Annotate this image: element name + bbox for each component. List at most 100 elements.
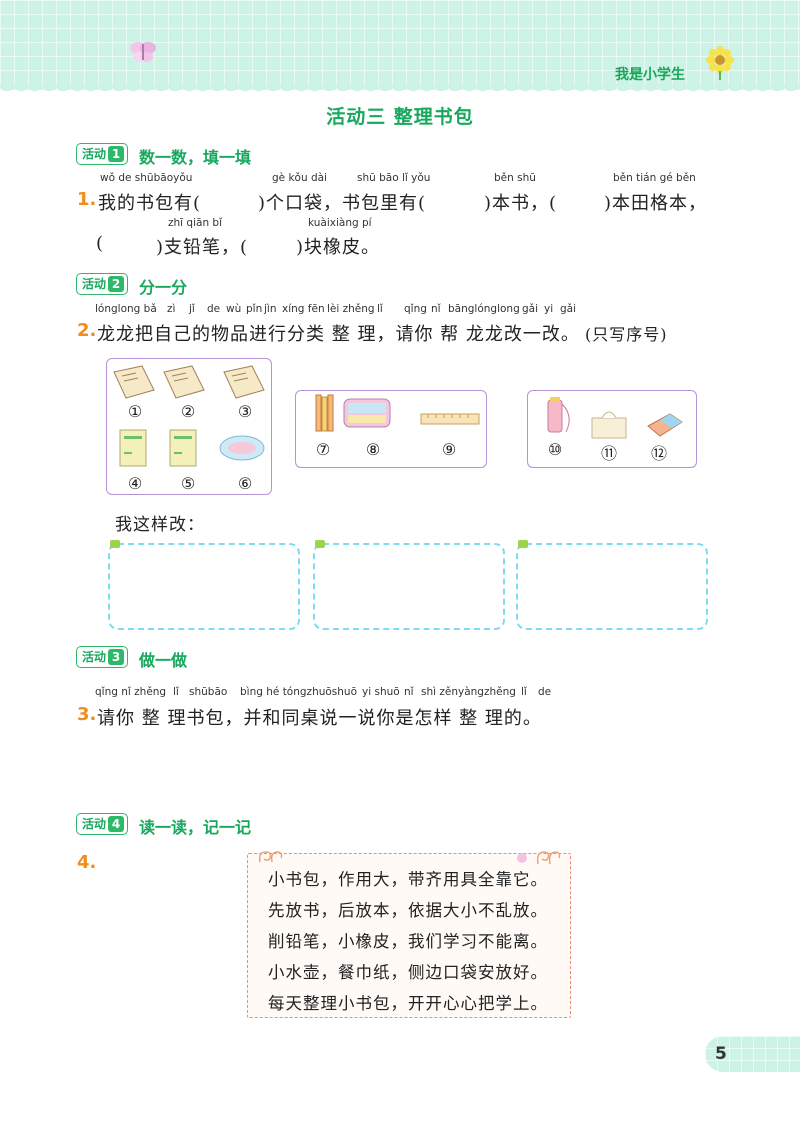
q1-text-part: 我的书包有( — [98, 193, 202, 214]
pinyin: lèi zhěng — [327, 303, 375, 315]
q1-text-part: )个口袋，书包里有( — [258, 193, 427, 214]
pinyin: yi shuō — [362, 686, 400, 698]
question-number-3: 3. — [77, 704, 97, 725]
badge-text: 活动 — [82, 277, 107, 291]
crayon-box-icon — [343, 398, 391, 428]
badge-number: 2 — [108, 276, 125, 292]
pinyin: bìng hé tóngzhuōshuō — [240, 686, 358, 698]
butterfly-icon — [130, 42, 156, 62]
item-label: ③ — [237, 402, 253, 421]
question-number-2: 2. — [77, 320, 97, 341]
ruler-icon — [420, 413, 480, 425]
page-number: 5 — [715, 1044, 727, 1064]
item-label: ④ — [127, 474, 143, 493]
question-number-1: 1. — [77, 189, 97, 210]
pinyin: shū bāo lǐ yǒu — [357, 172, 431, 184]
clip-icon — [315, 540, 325, 548]
item-label: ⑪ — [600, 444, 617, 463]
pencil-case-icon — [219, 435, 265, 461]
notebook-icon — [119, 429, 147, 467]
clip-icon — [518, 540, 528, 548]
pinyin: lǐ — [521, 686, 527, 698]
sunflower-icon — [706, 46, 734, 80]
item-label: ⑫ — [650, 444, 667, 463]
poem-line-3: 削铅笔，小橡皮，我们学习不能离。 — [268, 932, 548, 951]
page-title: 活动三 整理书包 — [326, 106, 474, 128]
pinyin: gǎi — [522, 303, 539, 315]
pinyin: gè kǒu dài — [272, 172, 327, 184]
book-icon — [113, 365, 155, 399]
grade-label: 我是小学生 — [615, 67, 685, 83]
pinyin: shì zěnyàngzhěng — [421, 686, 516, 698]
pinyin: yi — [544, 303, 554, 315]
item-label: ⑦ — [315, 440, 331, 459]
badge-text: 活动 — [82, 147, 107, 161]
poem-line-4: 小水壶，餐巾纸，侧边口袋安放好。 — [268, 963, 548, 982]
poem-line-1: 小书包，作用大，带齐用具全靠它。 — [268, 870, 548, 889]
item-label: ⑧ — [365, 440, 381, 459]
item-label: ⑥ — [237, 474, 253, 493]
pinyin: shūbāo — [189, 686, 228, 698]
q1-text-part: )块橡皮。 — [296, 237, 381, 258]
pinyin: lǐ — [377, 303, 383, 315]
book-icon — [163, 365, 205, 399]
header-band — [0, 0, 800, 90]
pinyin: qǐng — [404, 303, 427, 315]
pinyin: lǐ — [173, 686, 179, 698]
pinyin: nǐ — [431, 303, 441, 315]
item-label: ② — [180, 402, 196, 421]
item-label: ⑤ — [180, 474, 196, 493]
pinyin: bānglónglong — [448, 303, 520, 315]
pinyin: jǐ — [189, 303, 195, 315]
curl-ornament-icon — [258, 851, 283, 863]
item-label: ⑩ — [547, 440, 563, 459]
badge-number: 1 — [108, 146, 125, 162]
pinyin: xíng fēn — [282, 303, 325, 315]
q1-text-part: )本书，( — [484, 193, 558, 214]
pinyin: wǒ de shūbāoyǒu — [100, 172, 193, 184]
pinyin: wù — [226, 303, 242, 315]
change-label: 我这样改： — [115, 515, 205, 535]
badge-number: 3 — [108, 649, 125, 665]
pinyin: běn tián gé běn — [613, 172, 696, 184]
pinyin: jìn — [264, 303, 277, 315]
pinyin: zì — [167, 303, 176, 315]
section-title-1: 数一数，填一填 — [139, 148, 252, 167]
flower-curl-ornament-icon — [517, 851, 561, 865]
answer-box-3[interactable] — [516, 543, 708, 630]
notebook-icon — [169, 429, 197, 467]
book-icon — [223, 365, 265, 399]
pinyin: běn shū — [494, 172, 536, 184]
pinyin: zhī qiān bǐ — [168, 217, 223, 229]
pinyin: lónglong bǎ — [95, 303, 157, 315]
poem-line-2: 先放书，后放本，依据大小不乱放。 — [268, 901, 548, 920]
item-label: ① — [127, 402, 143, 421]
pinyin: nǐ — [404, 686, 414, 698]
answer-box-2[interactable] — [313, 543, 505, 630]
q1-text-part: )本田格本， — [604, 193, 708, 214]
clip-icon — [110, 540, 120, 548]
item-label: ⑨ — [441, 440, 457, 459]
q2-text: 龙龙把自己的物品进行分类 整 理，请你 帮 龙龙改一改。 — [97, 324, 580, 345]
tissue-icon — [591, 411, 627, 439]
q3-text: 请你 整 理书包，并和同桌说一说你是怎样 整 理的。 — [97, 708, 542, 729]
badge-number: 4 — [108, 816, 125, 832]
header-scallop-edge — [0, 84, 800, 96]
section-title-4: 读一读，记一记 — [139, 818, 252, 837]
pencils-icon — [315, 394, 334, 432]
pinyin: gǎi — [560, 303, 577, 315]
q2-note: (只写序号) — [585, 325, 668, 344]
q1-text-part: )支铅笔，( — [156, 237, 249, 258]
pinyin: kuàixiàng pí — [308, 217, 372, 229]
pinyin: de — [538, 686, 552, 698]
pinyin: qǐng nǐ zhěng — [95, 686, 167, 698]
eraser-icon — [647, 413, 683, 437]
section-title-3: 做一做 — [139, 651, 188, 670]
answer-box-1[interactable] — [108, 543, 300, 630]
poem-card — [247, 853, 571, 1018]
q1-text-part: ( — [96, 233, 105, 254]
